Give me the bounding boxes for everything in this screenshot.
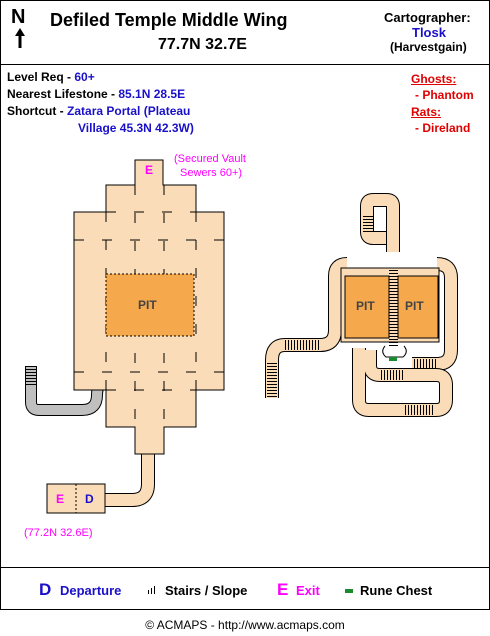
map-title: Defiled Temple Middle Wing [50,10,288,30]
north-label: N [11,6,26,28]
central-stairs [389,270,398,348]
legend-departure-label: Departure [60,583,122,598]
legend-chest-label: Rune Chest [360,583,433,598]
level-req: Level Req - 60+ [7,70,95,84]
shortcut-label: Shortcut [7,104,57,118]
legend-departure-symbol: D [39,580,52,599]
map-coordinates: 77.7N 32.7E [158,36,247,53]
shortcut: Shortcut - Zatara Portal (Plateau [7,104,191,118]
ghosts-item: - Phantom [415,88,474,102]
rune-chest-legend-icon [345,589,353,593]
cartographer-name: Tlosk [412,25,446,40]
main-pit-label: PIT [138,298,157,312]
legend-stairs-label: Stairs / Slope [165,583,248,598]
right-pit-right-label: PIT [405,299,424,313]
rune-chest-icon [389,357,397,361]
exit-top-label: E [145,163,154,177]
cartographer-alias: (Harvestgain) [390,40,467,54]
lifestone-value: 85.1N 28.5E [118,87,186,101]
lifestone-label: Nearest Lifestone [7,87,108,101]
nearest-lifestone: Nearest Lifestone - 85.1N 28.5E [7,87,186,101]
stairs-icon [148,586,155,594]
left-wing [25,159,225,514]
exit-top-note-line2: Sewers 60+) [180,167,243,179]
header-divider [0,64,490,65]
exit-top-note-line1: (Secured Vault [174,153,246,165]
legend-exit-symbol: E [277,580,289,599]
shortcut-value-line2: Village 45.3N 42.3W) [78,121,194,135]
main-pit [105,273,195,337]
cartographer-label: Cartographer: [384,10,471,25]
left-ramp-stairs [26,366,36,386]
footer-copyright: © ACMAPS - http://www.acmaps.com [145,618,345,632]
rats-label: Rats: [411,105,442,119]
entry-exit-label: E [56,492,65,506]
entry-coordinates: (77.2N 32.6E) [24,527,93,539]
ghosts-label: Ghosts: [411,72,457,86]
level-req-label: Level Req [7,70,64,84]
north-arrow-icon [15,28,25,48]
right-pit-left-label: PIT [356,299,375,313]
right-wing [265,193,458,417]
level-req-value: 60+ [74,70,95,84]
entry-departure-label: D [85,492,94,506]
shortcut-value-line1: Zatara Portal (Plateau [67,104,191,118]
legend-divider [0,567,490,568]
rats-item: - Direland [415,121,471,135]
legend-exit-label: Exit [296,583,320,598]
